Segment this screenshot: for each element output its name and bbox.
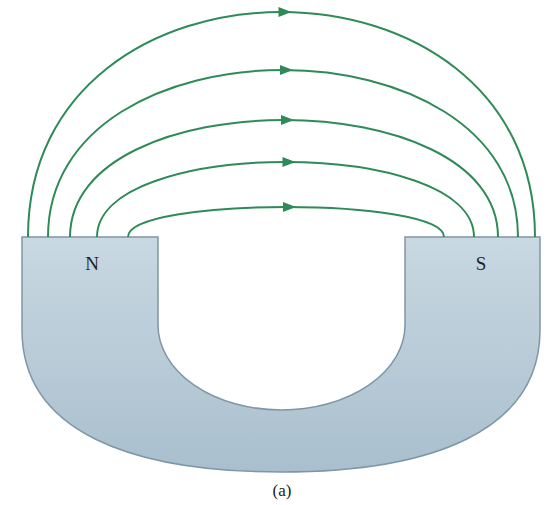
field-arrowhead (283, 157, 296, 167)
horseshoe-magnet (22, 237, 540, 472)
figure-caption: (a) (273, 482, 292, 499)
field-line (28, 12, 535, 237)
field-line (97, 162, 474, 237)
field-arrowhead (279, 7, 292, 17)
field-arrowhead (281, 115, 294, 125)
pole-label: N (85, 254, 99, 273)
field-line (128, 207, 444, 237)
field-line (48, 70, 518, 237)
field-lines (28, 7, 535, 237)
pole-label: S (476, 254, 487, 273)
field-arrowhead (280, 65, 293, 75)
field-arrowhead (283, 202, 296, 212)
field-line (70, 120, 498, 237)
